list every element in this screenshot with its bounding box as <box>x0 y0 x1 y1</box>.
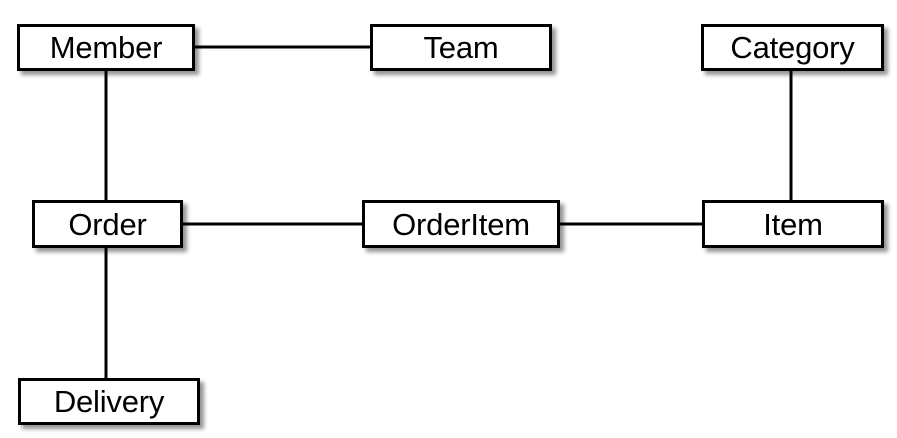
entity-box-item[interactable]: Item <box>702 200 884 248</box>
entity-box-category[interactable]: Category <box>701 24 884 71</box>
entity-box-orderitem[interactable]: OrderItem <box>362 200 560 248</box>
entity-label-member: Member <box>49 30 163 65</box>
entity-label-order: Order <box>68 206 147 242</box>
entity-label-delivery: Delivery <box>53 384 165 419</box>
entity-label-orderitem: OrderItem <box>392 206 530 242</box>
entity-label-team: Team <box>423 30 499 65</box>
entity-box-team[interactable]: Team <box>370 24 552 71</box>
entity-label-item: Item <box>763 206 823 242</box>
entity-box-delivery[interactable]: Delivery <box>18 378 200 425</box>
entity-box-member[interactable]: Member <box>17 24 195 71</box>
entity-label-category: Category <box>730 30 855 65</box>
entity-box-order[interactable]: Order <box>32 200 183 248</box>
